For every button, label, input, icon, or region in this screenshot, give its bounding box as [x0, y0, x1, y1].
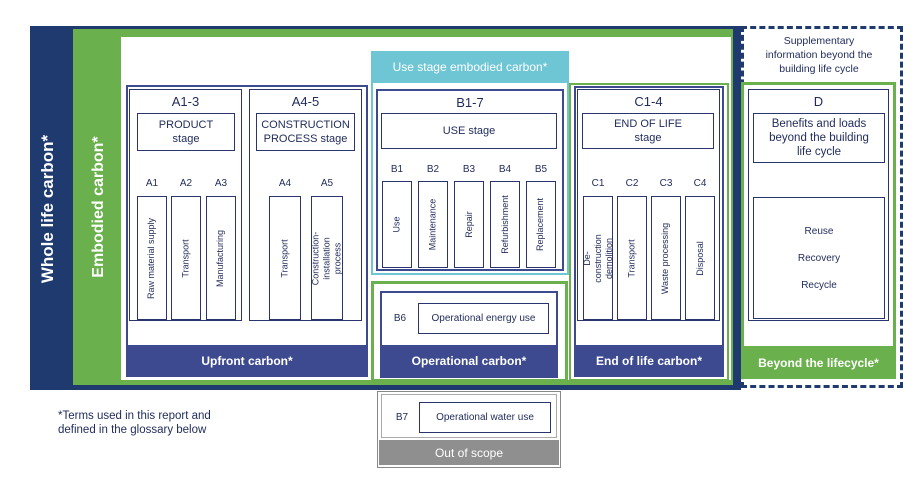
module-box: Manufacturing: [206, 196, 236, 320]
module-code: A4: [278, 178, 292, 189]
upfront-carbon-bar: Upfront carbon*: [126, 345, 368, 377]
operational-water-use-box: Operational water use: [419, 402, 551, 433]
module-code: B3: [462, 164, 476, 175]
module-code: B1: [390, 164, 404, 175]
d-item-reuse: Reuse: [804, 225, 834, 237]
module-box: Maintenance: [418, 181, 448, 268]
module-label: Repair: [463, 211, 474, 238]
stage-code: D: [813, 94, 824, 109]
module-code: B5: [534, 164, 548, 175]
module-box: Use: [382, 181, 412, 268]
module-box: Replacement: [526, 181, 556, 268]
use-stage-embodied-header: Use stage embodied carbon*: [371, 51, 569, 83]
out-of-scope-outline: [377, 391, 561, 468]
d-items-box: Reuse Recovery Recycle: [753, 197, 885, 319]
out-of-scope-bar: Out of scope: [379, 440, 559, 465]
stage-title: END OF LIFE stage: [582, 113, 714, 149]
module-box: De-construction demolition: [581, 196, 614, 320]
stage-code: A1-3: [171, 94, 200, 109]
module-code: A1: [145, 178, 159, 189]
module-label: Transport: [180, 238, 191, 278]
d-item-recovery: Recovery: [797, 252, 841, 264]
module-label: Replacement: [535, 197, 546, 252]
module-code: A3: [214, 178, 228, 189]
module-label: Transport: [626, 238, 637, 278]
module-label: Manufacturing: [215, 229, 226, 287]
module-box: Waste processing: [651, 196, 681, 320]
end-of-life-carbon-bar: End of life carbon*: [574, 345, 724, 377]
module-box: Disposal: [685, 196, 715, 320]
operational-carbon-bar: Operational carbon*: [380, 345, 558, 377]
module-label: Transport: [279, 238, 290, 278]
stage-code: B1-7: [456, 95, 484, 110]
stage-code: C1-4: [634, 94, 663, 109]
operational-green-outline: [371, 281, 568, 382]
module-code: C2: [625, 178, 639, 189]
module-code: C1: [591, 178, 605, 189]
stage-code: A4-5: [291, 94, 320, 109]
d-item-recycle: Recycle: [801, 279, 837, 291]
module-box: Construction- installation process: [311, 196, 343, 320]
module-label: Disposal: [694, 240, 705, 276]
stage-title: CONSTRUCTION PROCESS stage: [256, 113, 355, 151]
b7-code: B7: [395, 412, 409, 423]
module-label: De-construction demolition: [581, 233, 614, 283]
module-code: A2: [179, 178, 193, 189]
supplementary-note: Supplementary information beyond the bui…: [765, 35, 873, 75]
operational-energy-use-box: Operational energy use: [418, 303, 549, 334]
module-box: Transport: [617, 196, 647, 320]
end-of-life-green-outline: [569, 83, 729, 381]
module-code: C3: [659, 178, 673, 189]
b6-code: B6: [393, 313, 407, 324]
module-label: Construction- installation process: [310, 231, 343, 285]
stage-title: Benefits and loads beyond the building l…: [753, 113, 885, 163]
embodied-carbon-label: Embodied carbon*: [90, 136, 107, 278]
module-label: Waste processing: [660, 222, 671, 294]
beyond-lifecycle-bar: Beyond the lifecycle*: [741, 346, 896, 379]
module-label: Raw material supply: [146, 217, 157, 299]
module-code: C4: [693, 178, 707, 189]
module-box: Transport: [269, 196, 301, 320]
module-code: B4: [498, 164, 512, 175]
module-label: Refurbishment: [499, 195, 510, 254]
module-code: B2: [426, 164, 440, 175]
module-label: Maintenance: [427, 198, 438, 251]
stage-title: PRODUCT stage: [137, 113, 235, 151]
module-box: Transport: [171, 196, 201, 320]
module-box: Repair: [454, 181, 484, 268]
module-box: Raw material supply: [137, 196, 167, 320]
whole-life-carbon-label: Whole life carbon*: [38, 134, 57, 284]
footnote: *Terms used in this report and defined i…: [58, 410, 211, 436]
module-box: Refurbishment: [490, 181, 520, 268]
stage-title: USE stage: [381, 113, 557, 149]
module-code: A5: [320, 178, 334, 189]
module-label: Use: [391, 216, 402, 233]
